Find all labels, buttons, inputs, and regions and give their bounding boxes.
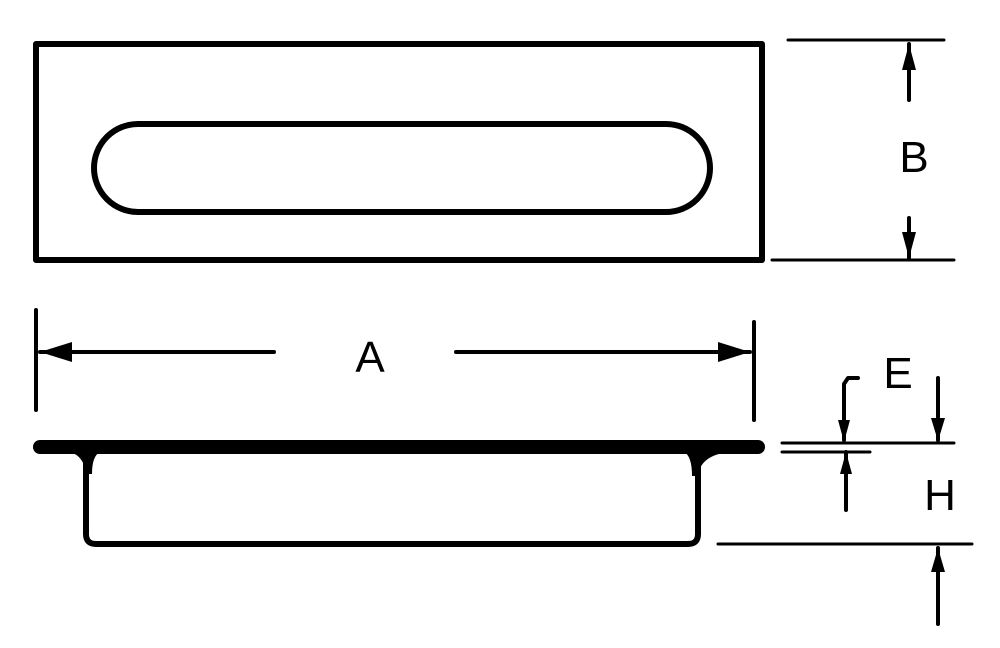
dim-b-arrow-down — [902, 232, 916, 258]
dim-e-arrow-up — [840, 452, 852, 474]
dimension-a: A — [34, 308, 756, 422]
dim-a-arrow-right — [718, 342, 750, 362]
side-view-fillet-left — [70, 452, 100, 474]
dimension-e-h: E H — [716, 349, 974, 626]
side-view-tray — [83, 449, 701, 547]
dim-a-label: A — [355, 333, 385, 382]
dim-e-leader — [842, 376, 860, 442]
top-view-slot — [91, 121, 713, 215]
dim-h-arrow-down — [931, 418, 945, 441]
side-view-fillet-right — [684, 452, 728, 476]
dim-b-label: B — [899, 133, 928, 182]
top-view — [33, 41, 765, 263]
dim-e-arrow-down — [838, 420, 850, 442]
side-view — [33, 440, 765, 547]
dim-e-label: E — [883, 349, 912, 398]
dim-a-arrow-left — [40, 342, 72, 362]
dim-h-label: H — [924, 471, 956, 520]
dimension-b: B — [770, 38, 956, 262]
top-view-outline — [33, 41, 765, 263]
dim-b-arrow-up — [902, 44, 916, 70]
dim-h-arrow-up — [931, 548, 945, 572]
